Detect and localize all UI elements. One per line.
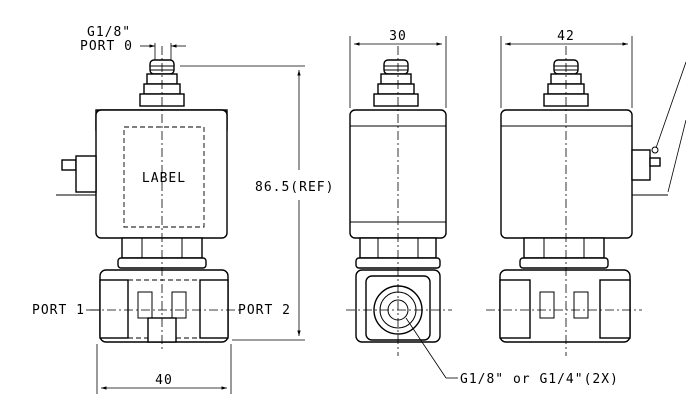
port0-thread-label: G1/8" [87,25,131,40]
label-text: LABEL [142,171,186,186]
port2-label: PORT 2 [238,303,291,318]
port-thread-note: G1/8" or G1/4"(2X) [460,372,619,387]
right-view [486,46,686,356]
port0-label: PORT 0 [80,39,133,54]
right-width-label: 42 [557,29,575,44]
front-view: LABEL [56,46,240,352]
label-box [123,126,205,228]
height-ref-label: 86.5(REF) [255,180,334,195]
port1-label: PORT 1 [32,303,85,318]
side-width-label: 30 [389,29,407,44]
base-width-label: 40 [155,373,173,388]
side-view [346,46,452,356]
